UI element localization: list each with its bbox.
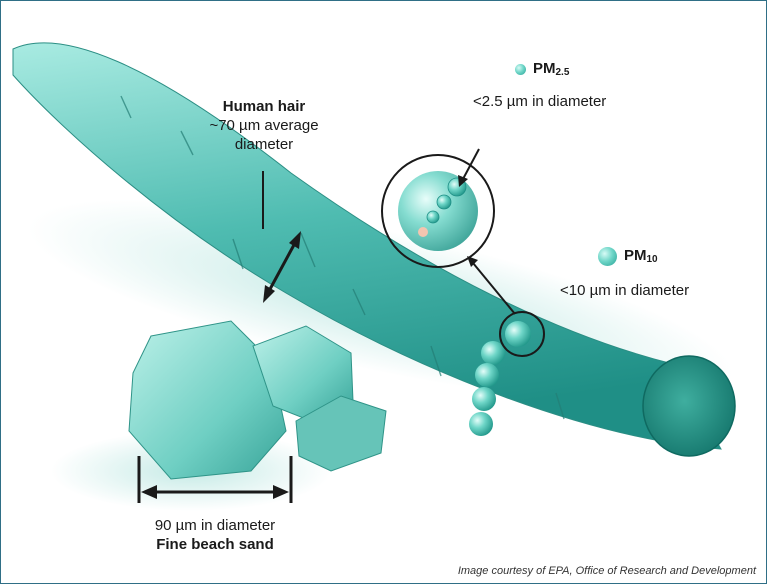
sand-label: 90 µm in diameter Fine beach sand [129,516,301,554]
sand-label-desc: 90 µm in diameter [129,516,301,535]
pm10-label: PM10 [598,246,658,267]
pm25-particle [427,211,439,223]
hair-label-title: Human hair [199,97,329,116]
pm25-particle [437,195,451,209]
pm25-description: <2.5 µm in diameter [473,92,606,111]
hair-label: Human hair ~70 µm average diameter [199,97,329,154]
pm10-particle [475,363,499,387]
pm10-legend-dot [598,247,617,266]
pm10-description: <10 µm in diameter [560,281,689,300]
hair-cross-section [643,356,735,456]
pm25-legend-dot [515,64,526,75]
pm25-particle [418,227,428,237]
pm25-name: PM2.5 [533,60,569,77]
pm25-pointer-arrow [463,149,479,179]
pm10-particle [505,321,531,347]
pm25-label: PM2.5 [515,59,569,80]
hair-label-line1: ~70 µm average [199,116,329,135]
pm10-name: PM10 [624,247,658,264]
pm10-particle [472,387,496,411]
hair-label-line2: diameter [199,135,329,154]
pm10-particle [481,341,505,365]
sand-label-title: Fine beach sand [129,535,301,554]
image-credit: Image courtesy of EPA, Office of Researc… [458,565,756,577]
pm10-particle [469,412,493,436]
magnified-inset-disk [398,171,478,251]
